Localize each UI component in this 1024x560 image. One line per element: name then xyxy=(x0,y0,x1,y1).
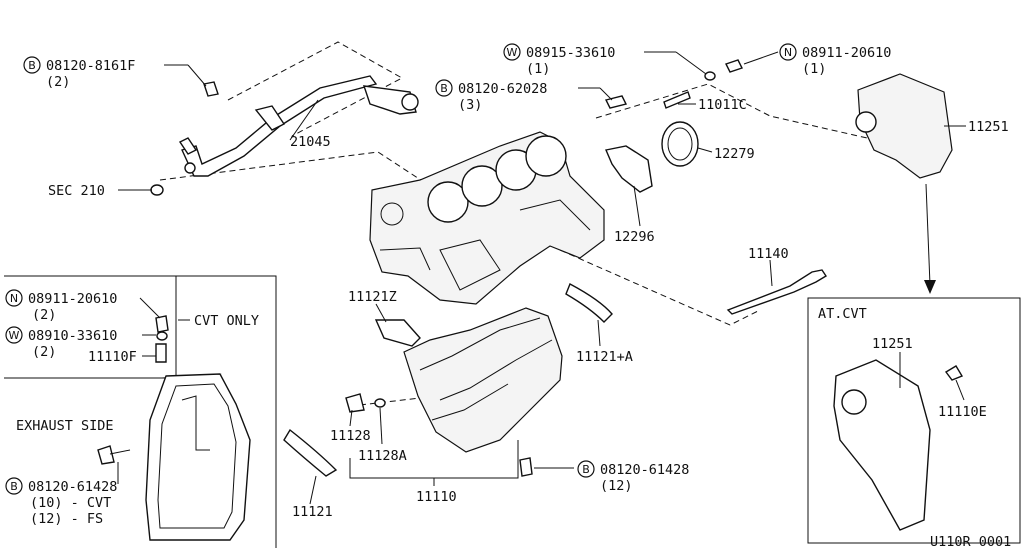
label-11011C: 11011C xyxy=(698,97,747,113)
label-at-cvt: AT.CVT xyxy=(818,306,867,322)
main-bearing-cap-11121 xyxy=(283,428,338,477)
label-08120-61428-left-fs: (12) - FS xyxy=(30,511,103,527)
label-08120-61428-qty: (12) xyxy=(600,478,633,494)
label-cvt-only: CVT ONLY xyxy=(194,313,259,329)
label-08120-8161F: 08120-8161F xyxy=(46,58,135,74)
svg-text:N: N xyxy=(784,46,792,59)
label-08911-20610-left: 08911-20610 xyxy=(28,291,117,307)
label-11251-inset: 11251 xyxy=(872,336,913,352)
symbol-bolt-4: B xyxy=(5,477,23,495)
label-08120-8161F-qty: (2) xyxy=(46,74,70,90)
label-11140: 11140 xyxy=(748,246,789,262)
label-11121: 11121 xyxy=(292,504,333,520)
label-08911-20610-top: 08911-20610 xyxy=(802,45,891,61)
baffle-11121Z xyxy=(374,319,421,347)
label-exhaust-side: EXHAUST SIDE xyxy=(16,418,114,434)
symbol-nut-1: N xyxy=(779,43,797,61)
footer-code: U110R 0001 xyxy=(930,534,1011,550)
label-08911-20610-top-qty: (1) xyxy=(802,61,826,77)
svg-text:B: B xyxy=(440,82,448,95)
svg-text:B: B xyxy=(582,463,590,476)
label-08915-33610: 08915-33610 xyxy=(526,45,615,61)
label-08120-61428-left-cvt: (10) - CVT xyxy=(30,495,111,511)
svg-text:B: B xyxy=(10,480,18,493)
label-08910-33610-qty: (2) xyxy=(32,344,56,360)
symbol-bolt-2: B xyxy=(435,79,453,97)
svg-text:W: W xyxy=(9,329,20,342)
label-12296: 12296 xyxy=(614,229,655,245)
symbol-bolt-3: B xyxy=(577,460,595,478)
oil-seal-12279 xyxy=(661,121,699,167)
cylinder-block xyxy=(369,131,605,305)
label-11128: 11128 xyxy=(330,428,371,444)
label-11110: 11110 xyxy=(416,489,457,505)
dipstick-11140 xyxy=(726,269,827,315)
transfer-arrow xyxy=(924,183,936,294)
symbol-washer-1: W xyxy=(503,43,521,61)
svg-text:B: B xyxy=(28,59,36,72)
label-11121Z: 11121Z xyxy=(348,289,397,305)
at-cvt-inset-frame xyxy=(807,297,1021,544)
label-08120-61428: 08120-61428 xyxy=(600,462,689,478)
label-11121A: 11121+A xyxy=(576,349,633,365)
label-08120-62028: 08120-62028 xyxy=(458,81,547,97)
symbol-bolt-1: B xyxy=(23,56,41,74)
label-11110E: 11110E xyxy=(938,404,987,420)
water-pipe-21045 xyxy=(178,75,419,177)
label-08915-33610-qty: (1) xyxy=(526,61,550,77)
label-21045: 21045 xyxy=(290,134,331,150)
symbol-washer-2: W xyxy=(5,326,23,344)
svg-text:W: W xyxy=(507,46,518,59)
label-11128A: 11128A xyxy=(358,448,407,464)
label-12279: 12279 xyxy=(714,146,755,162)
drain-plug xyxy=(345,393,533,477)
svg-text:N: N xyxy=(10,292,18,305)
stud-washer-nut xyxy=(150,59,743,196)
label-08911-20610-left-qty: (2) xyxy=(32,307,56,323)
label-11110F: 11110F xyxy=(88,349,137,365)
symbol-nut-2: N xyxy=(5,289,23,307)
label-11251: 11251 xyxy=(968,119,1009,135)
pan-gasket-left xyxy=(97,315,251,541)
label-08120-62028-qty: (3) xyxy=(458,97,482,113)
rear-plate-inset xyxy=(833,359,964,531)
label-08910-33610: 08910-33610 xyxy=(28,328,117,344)
main-bearing-cap-11121A xyxy=(565,283,613,323)
rear-plate-11251 xyxy=(855,73,953,179)
oil-pan-11110 xyxy=(403,307,563,453)
label-sec210: SEC 210 xyxy=(48,183,105,199)
seal-retainer-12296 xyxy=(605,145,653,193)
label-08120-61428-left: 08120-61428 xyxy=(28,479,117,495)
leader-lines xyxy=(109,51,966,505)
